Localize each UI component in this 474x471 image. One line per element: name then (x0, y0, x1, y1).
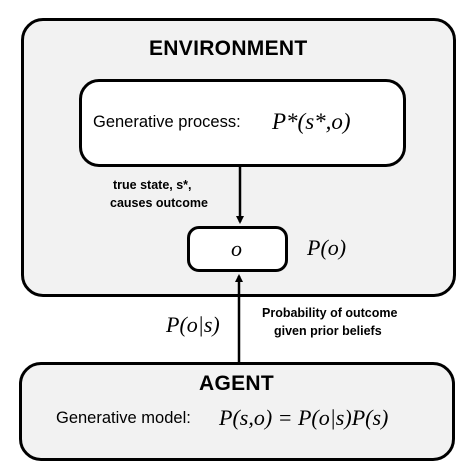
outcome-box (187, 226, 288, 272)
likelihood-label-line2: given prior beliefs (274, 324, 382, 338)
likelihood-formula: P(o|s) (166, 312, 220, 337)
generative-process-box (79, 79, 406, 167)
generative-process-formula: P*(s*,o) (272, 109, 351, 134)
true-state-label-line2: causes outcome (110, 196, 208, 210)
likelihood-label-line1: Probability of outcome (262, 306, 398, 320)
generative-process-label: Generative process: (93, 113, 241, 131)
agent-box (19, 362, 455, 461)
generative-model-label: Generative model: (56, 409, 191, 427)
outcome-probability: P(o) (307, 235, 347, 260)
environment-title: ENVIRONMENT (149, 37, 308, 60)
outcome-symbol: o (231, 236, 242, 261)
agent-title: AGENT (199, 372, 274, 395)
true-state-label-line1: true state, s*, (113, 178, 192, 192)
generative-model-formula: P(s,o) = P(o|s)P(s) (219, 405, 389, 430)
